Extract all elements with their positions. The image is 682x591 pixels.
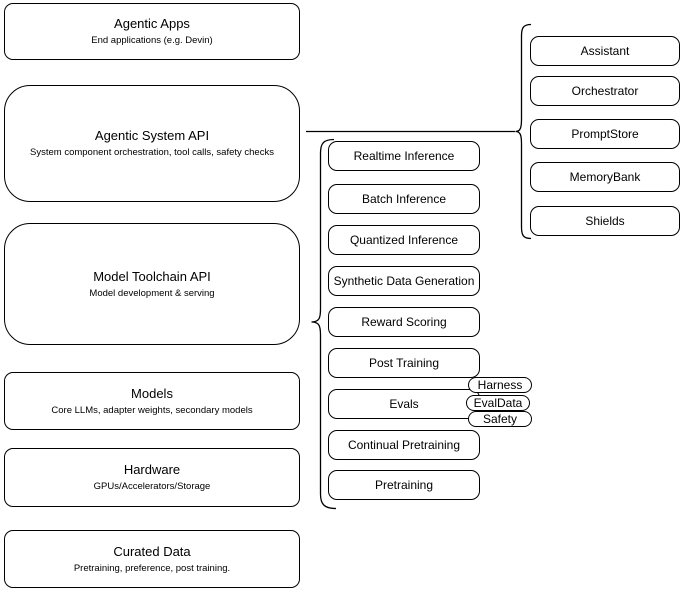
box-hardware: Hardware GPUs/Accelerators/Storage xyxy=(4,448,300,507)
component-orchestrator: Orchestrator xyxy=(530,76,680,106)
box-subtitle: Model development & serving xyxy=(89,287,215,299)
box-subtitle: Pretraining, preference, post training. xyxy=(73,562,231,574)
box-agentic-system-api: Agentic System API System component orch… xyxy=(4,85,300,202)
box-models: Models Core LLMs, adapter weights, secon… xyxy=(4,372,300,430)
toolchain-item-realtime-inference: Realtime Inference xyxy=(328,141,480,171)
evals-tag-harness: Harness xyxy=(468,377,532,393)
toolchain-item-post-training: Post Training xyxy=(328,348,480,378)
box-title: Model Toolchain API xyxy=(93,268,211,284)
box-title: Agentic Apps xyxy=(114,16,190,31)
box-title: Curated Data xyxy=(113,543,191,559)
toolchain-item-pretraining: Pretraining xyxy=(328,470,480,500)
box-agentic-apps: Agentic Apps End applications (e.g. Devi… xyxy=(4,3,300,60)
component-assistant: Assistant xyxy=(530,36,680,66)
box-title: Hardware xyxy=(123,462,181,477)
box-title: Agentic System API xyxy=(94,128,210,143)
system-components-brace xyxy=(515,23,532,240)
toolchain-item-quantized-inference: Quantized Inference xyxy=(328,225,480,255)
evals-tag-safety: Safety xyxy=(468,411,532,427)
box-model-toolchain-api: Model Toolchain API Model development & … xyxy=(4,223,300,345)
box-curated-data: Curated Data Pretraining, preference, po… xyxy=(4,530,300,588)
component-memorybank: MemoryBank xyxy=(530,162,680,192)
box-subtitle: End applications (e.g. Devin) xyxy=(91,35,213,46)
toolchain-item-synthetic-data-generation: Synthetic Data Generation xyxy=(328,266,480,296)
component-promptstore: PromptStore xyxy=(530,119,680,149)
box-subtitle: Core LLMs, adapter weights, secondary mo… xyxy=(51,404,253,416)
box-title: Models xyxy=(131,385,173,401)
toolchain-item-continual-pretraining: Continual Pretraining xyxy=(328,430,480,460)
toolchain-item-reward-scoring: Reward Scoring xyxy=(328,307,480,337)
box-subtitle: System component orchestration, tool cal… xyxy=(30,147,274,158)
toolchain-item-batch-inference: Batch Inference xyxy=(328,184,480,214)
component-shields: Shields xyxy=(530,206,680,236)
evals-tag-evaldata: EvalData xyxy=(466,395,530,411)
box-subtitle: GPUs/Accelerators/Storage xyxy=(93,481,211,492)
toolchain-item-evals: Evals xyxy=(328,389,480,419)
